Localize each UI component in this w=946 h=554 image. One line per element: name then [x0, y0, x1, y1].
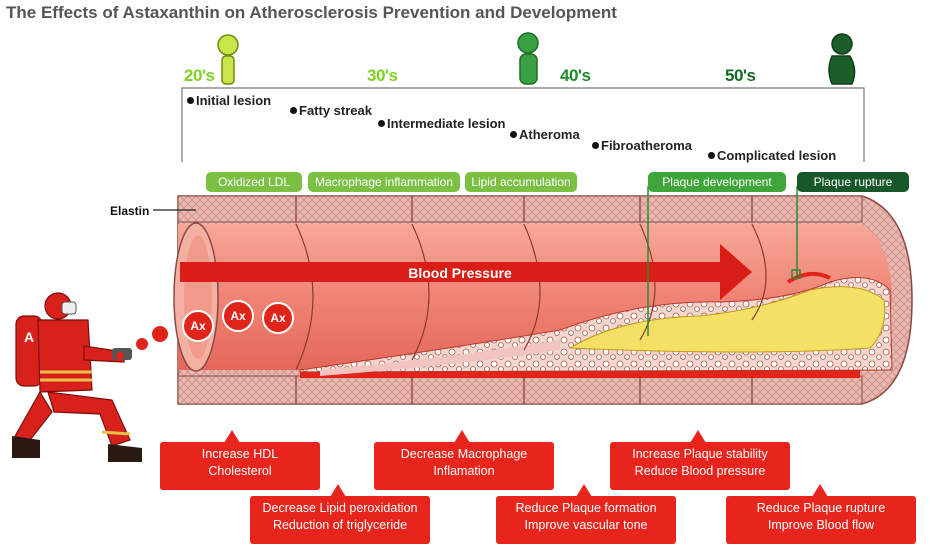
timeline-bracket	[181, 87, 865, 162]
page-title: The Effects of Astaxanthin on Atheroscle…	[6, 3, 617, 22]
stage-atheroma: Atheroma	[510, 127, 580, 142]
tag-plaque-development: Plaque development	[648, 172, 786, 192]
callout-line: Increase HDL	[201, 447, 279, 461]
age-label-50s: 50's	[725, 66, 756, 85]
stage-label: Fibroatheroma	[601, 138, 693, 153]
artery-segments	[295, 196, 767, 404]
callout-decrease-macrophage: Decrease Macrophage Inflamation	[374, 430, 554, 490]
callout-line: Inflamation	[433, 464, 495, 478]
callout-notch	[690, 430, 706, 443]
callout-notch	[330, 484, 346, 497]
callout-line: Reduce Plaque rupture	[756, 501, 886, 515]
tag-connectors	[647, 186, 801, 336]
callout-increase-plaque-stability: Increase Plaque stability Reduce Blood p…	[610, 430, 790, 490]
person-figure-50s	[828, 33, 856, 85]
callout-line: Cholesterol	[208, 464, 272, 478]
stage-intermediate-lesion: Intermediate lesion	[378, 116, 505, 131]
callout-line: Improve Blood flow	[767, 518, 875, 532]
callout-notch	[812, 484, 828, 497]
callout-line: Reduction of triglyceride	[272, 518, 408, 532]
tag-lipid-accumulation: Lipid accumulation	[465, 172, 577, 192]
callout-line: Decrease Lipid peroxidation	[262, 501, 418, 515]
person-figure-40s	[517, 32, 539, 85]
callout-line: Increase Plaque stability	[632, 447, 768, 461]
tag-oxidized-ldl: Oxidized LDL	[206, 172, 302, 192]
stage-label: Initial lesion	[196, 93, 272, 108]
artery-opening	[173, 222, 219, 372]
tag-macrophage-inflammation: Macrophage inflammation	[308, 172, 460, 192]
ax-label-1: Ax	[190, 319, 206, 333]
stage-fibroatheroma: Fibroatheroma	[592, 138, 692, 153]
blood-pressure-label: Blood Pressure	[408, 265, 512, 281]
age-label-20s: 20's	[184, 66, 215, 85]
callout-line: Reduce Blood pressure	[634, 464, 766, 478]
callout-reduce-plaque-formation: Reduce Plaque formation Improve vascular…	[496, 484, 676, 544]
stage-label: Complicated lesion	[717, 148, 837, 163]
callout-increase-hdl: Increase HDL Cholesterol	[160, 430, 320, 490]
callout-line: Reduce Plaque formation	[515, 501, 657, 515]
callout-notch	[576, 484, 592, 497]
ax-label-3: Ax	[270, 311, 286, 325]
callout-line: Improve vascular tone	[524, 518, 648, 532]
callout-notch	[454, 430, 470, 443]
stage-label: Atheroma	[519, 127, 580, 142]
age-label-40s: 40's	[560, 66, 591, 85]
antioxidant-spray	[116, 326, 168, 360]
stage-label: Fatty streak	[299, 103, 372, 118]
callout-decrease-lipid-peroxidation: Decrease Lipid peroxidation Reduction of…	[250, 484, 430, 544]
stage-fatty-streak: Fatty streak	[290, 103, 372, 118]
blood-pressure-arrow	[180, 244, 752, 300]
age-label-30s: 30's	[367, 66, 398, 85]
callout-notch	[224, 430, 240, 443]
firefighter-figure	[12, 292, 142, 462]
stage-label: Intermediate lesion	[387, 116, 506, 131]
callout-line: Decrease Macrophage	[400, 447, 528, 461]
callout-reduce-plaque-rupture: Reduce Plaque rupture Improve Blood flow	[726, 484, 916, 544]
elastin-label: Elastin	[110, 204, 150, 218]
ax-molecules	[182, 300, 294, 342]
tag-plaque-rupture: Plaque rupture	[797, 172, 909, 192]
firefighter-badge: A	[24, 329, 34, 345]
stage-initial-lesion: Initial lesion	[187, 93, 271, 108]
person-figure-20s	[217, 34, 239, 85]
ax-label-2: Ax	[230, 309, 246, 323]
stage-complicated-lesion: Complicated lesion	[708, 148, 836, 163]
